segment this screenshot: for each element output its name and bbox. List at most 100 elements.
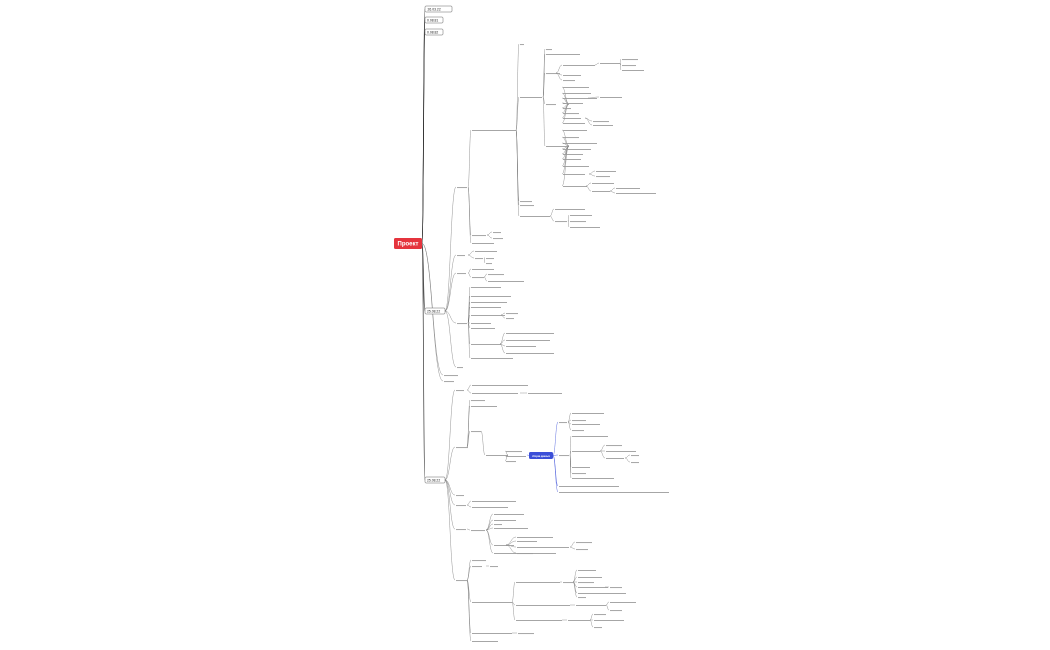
connector-line [542,96,546,147]
connector-line [444,272,457,312]
connector-line [467,186,472,244]
connector-line [466,405,471,448]
connector-line [486,231,493,236]
connector-line [444,479,456,530]
date-node-5[interactable]: 25.08.22 [424,476,446,484]
connector-line [467,254,475,259]
connector-line [511,601,516,621]
connector-line [466,389,472,394]
connector-line [511,601,516,606]
connector-line [500,312,506,316]
connector-line [572,569,578,583]
date-node-2[interactable]: 0.08.81 [424,16,444,24]
connector-line [444,479,456,506]
connector-line [499,332,506,345]
date-node-1[interactable]: 26.03.22 [424,5,453,13]
connector-line [515,96,520,131]
date-node-4[interactable]: 25.08.22 [424,307,446,315]
connector-line [609,187,616,192]
connector-line [466,565,472,581]
connector-line [485,529,494,546]
connector-line [500,314,506,319]
connector-line [444,254,457,312]
connector-line [485,527,494,531]
connector-line [421,243,426,481]
connector-line [444,446,456,481]
connector-line [569,450,572,456]
root-node[interactable]: Проект [394,238,422,249]
connector-line [421,243,426,312]
connector-line [444,310,457,368]
date-node-5-label: 25.08.22 [427,478,440,482]
connector-line [466,384,472,391]
connector-line [588,173,596,177]
connector-line [466,430,471,448]
connector-line [444,310,457,324]
connector-line [466,504,472,508]
connector-line [585,182,592,187]
connector-line [589,619,594,628]
connector-line [552,421,559,456]
connector-line [561,145,570,187]
connector-line [467,268,472,274]
connector-line [467,322,471,359]
connector-line [587,96,600,99]
connector-line [480,430,486,456]
connector-line [515,43,520,131]
connector-line [542,96,546,105]
date-node-4-label: 25.08.22 [427,309,440,313]
connector-line [515,129,520,217]
connector-line [467,286,471,324]
connector-line [567,421,572,431]
connector-line [549,208,555,217]
leaf-layer [444,44,669,643]
connector-line [585,185,592,192]
connector-line [444,479,456,581]
connector-line [555,64,563,74]
connector-line [569,546,576,550]
connector-line [619,58,622,64]
connector-line [467,314,471,324]
connector-line [526,454,530,456]
connector-line [485,529,494,554]
connector-line [599,444,606,452]
connector-line [483,257,486,264]
connector-line [605,601,610,606]
connector-line [572,581,578,594]
connector-line [542,72,546,98]
highlight-node[interactable]: сборка данных [529,452,553,459]
connector-line [466,559,472,581]
connector-line [552,454,559,456]
date-node-3-label: 0.08.82 [427,30,438,34]
connector-line [552,455,559,493]
date-node-3[interactable]: 0.08.82 [424,28,444,36]
connector-line [619,62,622,71]
connector-line [569,541,576,548]
date-node-2-label: 0.08.81 [427,18,438,22]
connector-line [572,581,578,598]
connector-line [624,457,631,463]
connector-line [499,343,506,354]
connector-line [542,53,546,98]
connector-line [505,540,517,546]
connector-line [483,276,488,282]
connector-line [444,389,456,481]
connector-line [485,513,494,531]
connector-line [584,117,593,126]
connector-line [467,129,472,188]
connector-line [605,604,610,611]
connector-line [561,86,570,105]
connector-line [594,62,600,66]
root-node-label: Проект [398,242,419,248]
connector-line [511,581,516,603]
connector-line [624,454,631,459]
connector-line [609,190,616,194]
connector-line [483,273,488,278]
connector-line [567,214,570,222]
connector-line [466,579,472,642]
connector-line [588,170,596,175]
date-node-1-label: 26.03.22 [428,7,441,11]
connector-line [569,454,572,479]
connector-line [466,528,471,531]
